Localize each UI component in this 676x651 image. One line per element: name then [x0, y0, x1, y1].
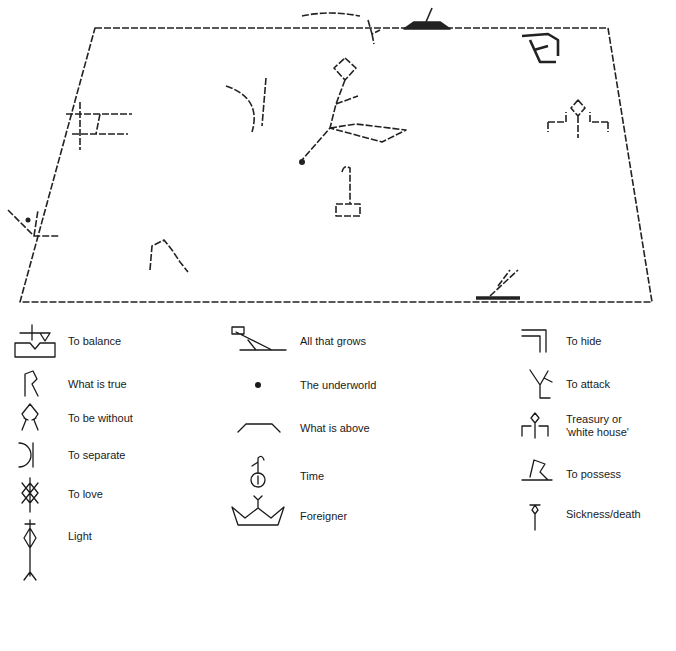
legend-text: The underworld [300, 379, 376, 392]
legend-text: To balance [68, 335, 121, 348]
legend-text: To possess [566, 468, 621, 481]
legend-text: What is true [68, 378, 127, 391]
tablet-symbols [8, 8, 608, 298]
legend-text: Light [68, 530, 92, 543]
legend-text: To hide [566, 335, 601, 348]
legend-text: To attack [566, 378, 610, 391]
legend-symbols [15, 325, 552, 580]
legend-text: Foreigner [300, 510, 347, 523]
tablet-outline [20, 28, 652, 302]
legend-text: To love [68, 488, 103, 501]
legend-text: Sickness/death [566, 508, 641, 521]
legend-text: Time [300, 470, 324, 483]
legend-text: Treasury or 'white house' [566, 413, 652, 439]
legend-text: All that grows [300, 335, 366, 348]
legend-text: To be without [68, 412, 133, 425]
legend-text: What is above [300, 422, 370, 435]
legend-text: To separate [68, 449, 125, 462]
